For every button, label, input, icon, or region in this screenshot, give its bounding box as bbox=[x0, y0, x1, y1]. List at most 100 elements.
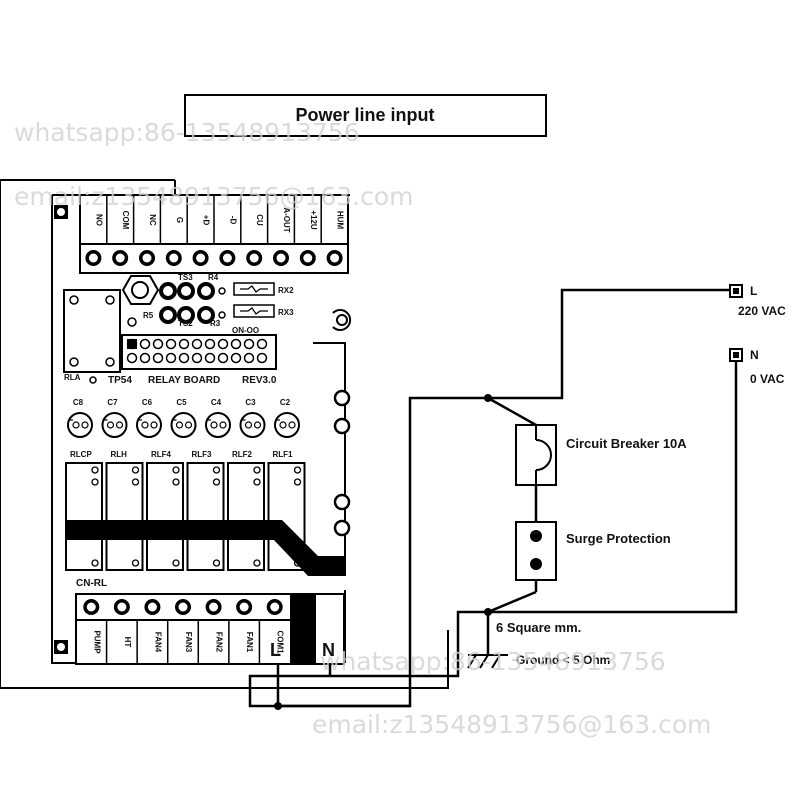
top-terminal-label: A-OUT bbox=[282, 207, 291, 232]
watermark-email-bottom: email:z13548913756@163.com bbox=[312, 710, 712, 739]
header-pin bbox=[204, 338, 216, 350]
capacitor-label: C8 bbox=[73, 398, 84, 407]
capacitor bbox=[239, 412, 266, 438]
junction-dot-bottom bbox=[484, 608, 492, 616]
top-terminal-label: +12U bbox=[309, 210, 318, 230]
diagram-title: Power line input bbox=[295, 105, 434, 125]
supply-l-label: L bbox=[750, 284, 757, 298]
board-name: TP54 bbox=[108, 375, 132, 386]
header-pin bbox=[256, 352, 268, 364]
capacitor-label: C5 bbox=[176, 398, 187, 407]
ts3-label: TS3 bbox=[178, 273, 193, 282]
junction-dot-top bbox=[484, 394, 492, 402]
rx3-label: RX3 bbox=[278, 308, 294, 317]
surge-protection: Surge Protection bbox=[515, 521, 671, 581]
relay-label: RLF2 bbox=[232, 450, 253, 459]
bottom-terminal-label: FAN2 bbox=[215, 632, 224, 653]
ts-components: TS3 R4 TS2 R3 R5 RX2 RX3 ON-OO bbox=[121, 273, 294, 335]
bottom-terminal-label: HT bbox=[123, 637, 132, 648]
top-terminal-label: G bbox=[175, 217, 184, 223]
header-pin bbox=[217, 338, 229, 350]
junction-dot-board bbox=[274, 702, 282, 710]
title-box: Power line input bbox=[184, 94, 547, 137]
capacitor-label: C7 bbox=[107, 398, 118, 407]
capacitor bbox=[67, 412, 93, 438]
header-pin bbox=[256, 338, 268, 350]
ts2-label: TS2 bbox=[178, 319, 193, 328]
bottom-terminal-label: PUMP bbox=[92, 630, 101, 654]
circuit-breaker: Circuit Breaker 10A bbox=[515, 424, 687, 486]
r3-label: R3 bbox=[210, 319, 221, 328]
header-pin bbox=[243, 338, 255, 350]
capacitor bbox=[101, 412, 128, 438]
top-terminal-label: -D bbox=[228, 216, 237, 225]
header-pin bbox=[230, 352, 242, 364]
relay-label: RLCP bbox=[70, 450, 92, 459]
header-pin bbox=[191, 352, 203, 364]
terminal-l-label: L bbox=[270, 640, 281, 660]
capacitor-label: C6 bbox=[142, 398, 153, 407]
top-terminal-block: NO COM NC G +D -D CU A-OUT +12U HUM bbox=[79, 194, 349, 274]
top-terminal-label: +D bbox=[202, 215, 211, 226]
header-pin bbox=[126, 352, 138, 364]
board-right-pads bbox=[332, 309, 352, 537]
bottom-terminal-label: COM1 bbox=[276, 630, 285, 654]
ground-label: Ground < 5 Ohm bbox=[516, 653, 610, 667]
top-terminal-label: CU bbox=[255, 214, 264, 226]
supply-n-voltage: 0 VAC bbox=[750, 372, 785, 386]
power-trace bbox=[65, 520, 346, 590]
capacitor bbox=[274, 412, 300, 438]
top-terminal-label: NC bbox=[148, 214, 157, 226]
capacitor bbox=[136, 412, 162, 438]
capacitor-label: C3 bbox=[245, 398, 256, 407]
rx2-label: RX2 bbox=[278, 286, 294, 295]
rla-label: RLA bbox=[64, 373, 81, 382]
header-pin bbox=[243, 352, 255, 364]
header-pin bbox=[152, 352, 164, 364]
bottom-terminal-label: FAN3 bbox=[184, 632, 193, 653]
header-pin bbox=[152, 338, 164, 350]
header-pin bbox=[230, 338, 242, 350]
cn-rl-label: CN-RL bbox=[76, 578, 107, 589]
r4-label: R4 bbox=[208, 273, 219, 282]
watermarks: whatsapp:86-13548913756 email:z135489137… bbox=[14, 118, 712, 739]
relay-label: RLF4 bbox=[151, 450, 172, 459]
ground-symbol bbox=[467, 654, 508, 669]
supply-n-label: N bbox=[750, 348, 759, 362]
header-connector bbox=[121, 334, 277, 370]
r5-label: R5 bbox=[143, 311, 154, 320]
board-label: TP54 RELAY BOARD REV3.0 bbox=[108, 375, 277, 386]
capacitor-label: C2 bbox=[280, 398, 291, 407]
top-terminal-label: HUM bbox=[336, 211, 345, 230]
relay-label: RLF1 bbox=[273, 450, 294, 459]
bottom-terminal-label: FAN1 bbox=[245, 632, 254, 653]
relay-label: RLH bbox=[111, 450, 128, 459]
bottom-terminal-label: FAN4 bbox=[153, 632, 162, 653]
board-outline bbox=[0, 179, 449, 689]
header-pin bbox=[165, 352, 177, 364]
supply-terminals: L 220 VAC N 0 VAC bbox=[729, 284, 786, 386]
supply-l-voltage: 220 VAC bbox=[738, 304, 786, 318]
header-pin bbox=[139, 338, 151, 350]
top-terminal-label: NO bbox=[94, 214, 103, 226]
terminal-n-label: N bbox=[322, 640, 335, 660]
on-oo-label: ON-OO bbox=[232, 326, 259, 335]
capacitor-label: C4 bbox=[211, 398, 222, 407]
capacitor bbox=[170, 412, 197, 438]
relay-label: RLF3 bbox=[192, 450, 213, 459]
header-pin bbox=[165, 338, 177, 350]
relay-row: RLCP RLH RLF4 RLF3 RLF2 RLF1 bbox=[65, 450, 306, 571]
relay-module: RLA bbox=[63, 289, 121, 384]
capacitor-row: C8 C7 C6 C5 C4 C3 C2 bbox=[67, 398, 300, 438]
bottom-terminal-block: PUMP HT FAN4 FAN3 FAN2 FAN1 COM1 L N bbox=[75, 593, 345, 665]
watermark-whatsapp-bottom: whatsapp:86-13548913756 bbox=[320, 647, 666, 676]
watermark-whatsapp-top: whatsapp:86-13548913756 bbox=[14, 118, 360, 147]
header-pin bbox=[139, 352, 151, 364]
header-pin bbox=[217, 352, 229, 364]
header-pin bbox=[191, 338, 203, 350]
watermark-email-top: email:z13548913756@163.com bbox=[14, 182, 414, 211]
header-pin bbox=[178, 338, 190, 350]
top-terminal-label: COM bbox=[121, 211, 130, 230]
breaker-label: Circuit Breaker 10A bbox=[566, 436, 687, 451]
